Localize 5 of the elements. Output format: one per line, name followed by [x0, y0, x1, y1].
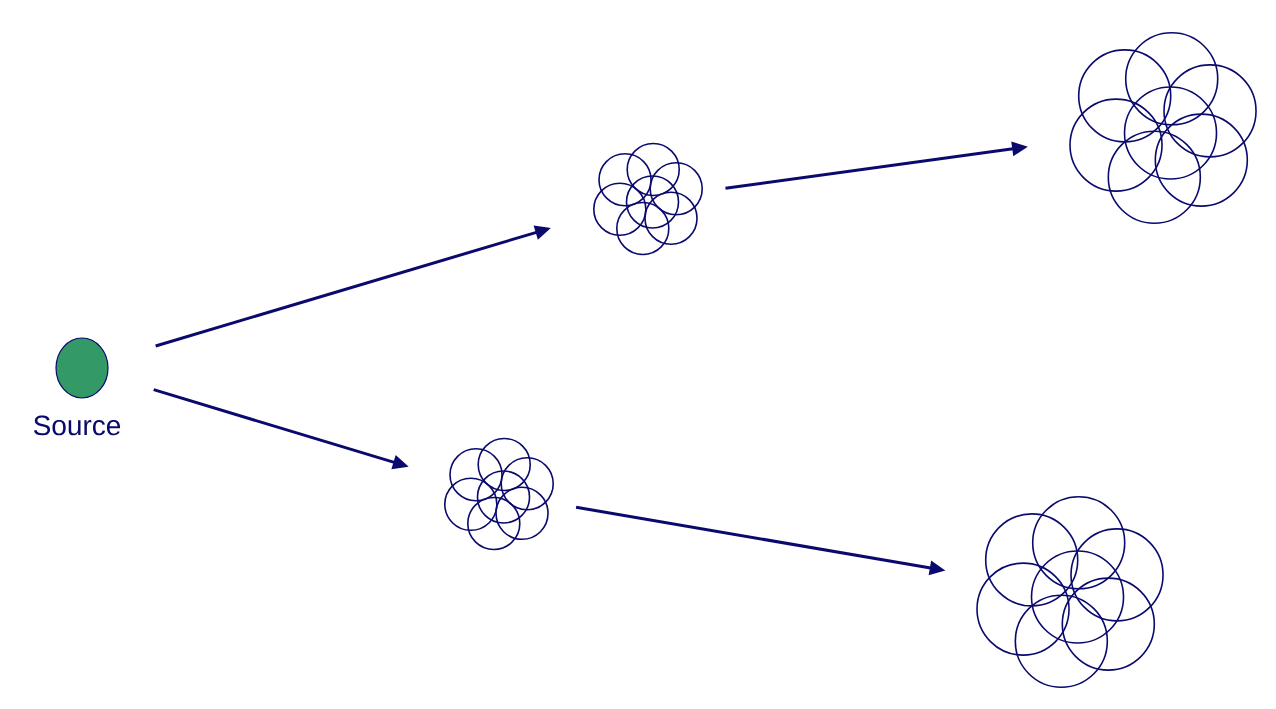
- node-label: Source: [33, 415, 121, 436]
- circle-cluster: [1069, 32, 1257, 224]
- circle-cluster: [593, 142, 703, 256]
- circle-cluster: [976, 496, 1164, 688]
- circle-cluster: [444, 437, 554, 551]
